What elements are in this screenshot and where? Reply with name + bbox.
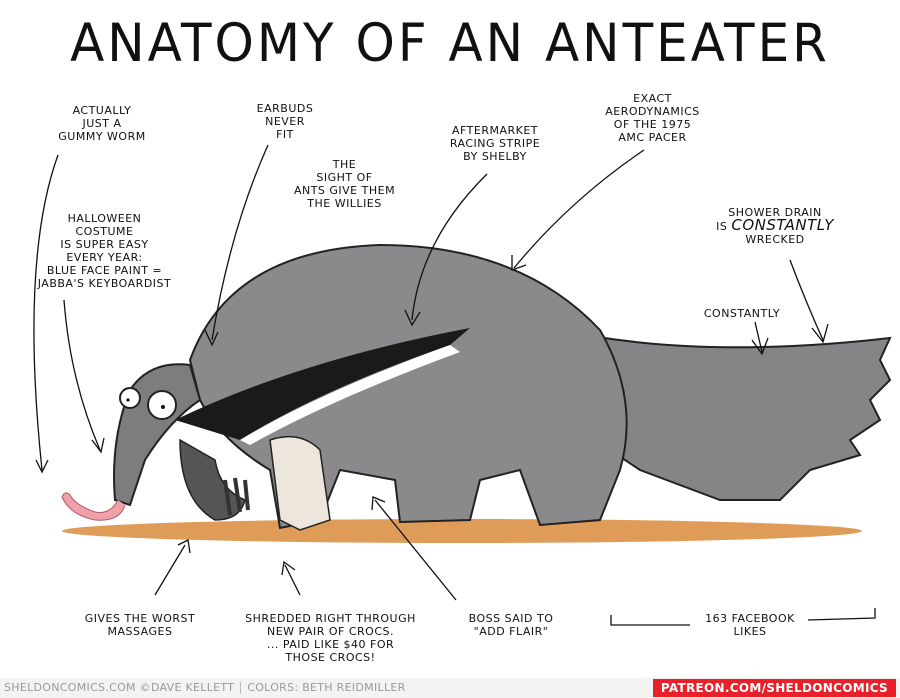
- annotation-sight-of-ants: THE SIGHT OF ANTS GIVE THEM THE WILLIES: [293, 158, 396, 210]
- colors-credit: COLORS: BETH REIDMILLER: [247, 681, 406, 694]
- annotation-massages: GIVES THE WORST MASSAGES: [84, 612, 196, 638]
- annotation-aerodynamics: EXACT AERODYNAMICS OF THE 1975 AMC PACER: [605, 92, 700, 144]
- gummy-worm-tongue: [61, 492, 126, 521]
- footer: SHELDONCOMICS.COM ©DAVE KELLETT COLORS: B…: [0, 678, 900, 698]
- annotation-crocs: SHREDDED RIGHT THROUGH NEW PAIR OF CROCS…: [245, 612, 416, 664]
- footer-divider: [240, 682, 242, 694]
- comic-title: ANATOMY OF AN ANTEATER: [70, 12, 830, 74]
- annotation-shower-drain: SHOWER DRAIN IS CONSTANTLY WRECKED: [716, 206, 834, 246]
- tail: [558, 328, 892, 501]
- annotation-racing-stripe: AFTERMARKET RACING STRIPE BY SHELBY: [449, 124, 541, 163]
- site-credit: SHELDONCOMICS.COM ©DAVE KELLETT: [4, 681, 235, 694]
- annotation-constantly: CONSTANTLY: [703, 307, 781, 320]
- annotation-halloween: HALLOWEEN COSTUME IS SUPER EASY EVERY YE…: [37, 212, 172, 290]
- eye-right: [147, 390, 177, 420]
- anteater-illustration: [33, 144, 892, 626]
- front-leg: [269, 435, 331, 531]
- constantly-emphasis: CONSTANTLY: [731, 216, 834, 234]
- eye-left: [119, 387, 141, 409]
- annotation-flair: BOSS SAID TO "ADD FLAIR": [468, 612, 554, 638]
- ground-shadow: [62, 519, 862, 543]
- annotation-facebook-likes: 163 FACEBOOK LIKES: [705, 612, 795, 638]
- annotation-gummy-worm: ACTUALLY JUST A GUMMY WORM: [58, 104, 146, 143]
- claws: [223, 477, 250, 516]
- footer-credits: SHELDONCOMICS.COM ©DAVE KELLETT COLORS: B…: [4, 681, 406, 694]
- annotation-earbuds: EARBUDS NEVER FIT: [256, 102, 314, 141]
- racing-stripe: [175, 328, 470, 440]
- patreon-link[interactable]: PATREON.COM/SHELDONCOMICS: [652, 679, 896, 697]
